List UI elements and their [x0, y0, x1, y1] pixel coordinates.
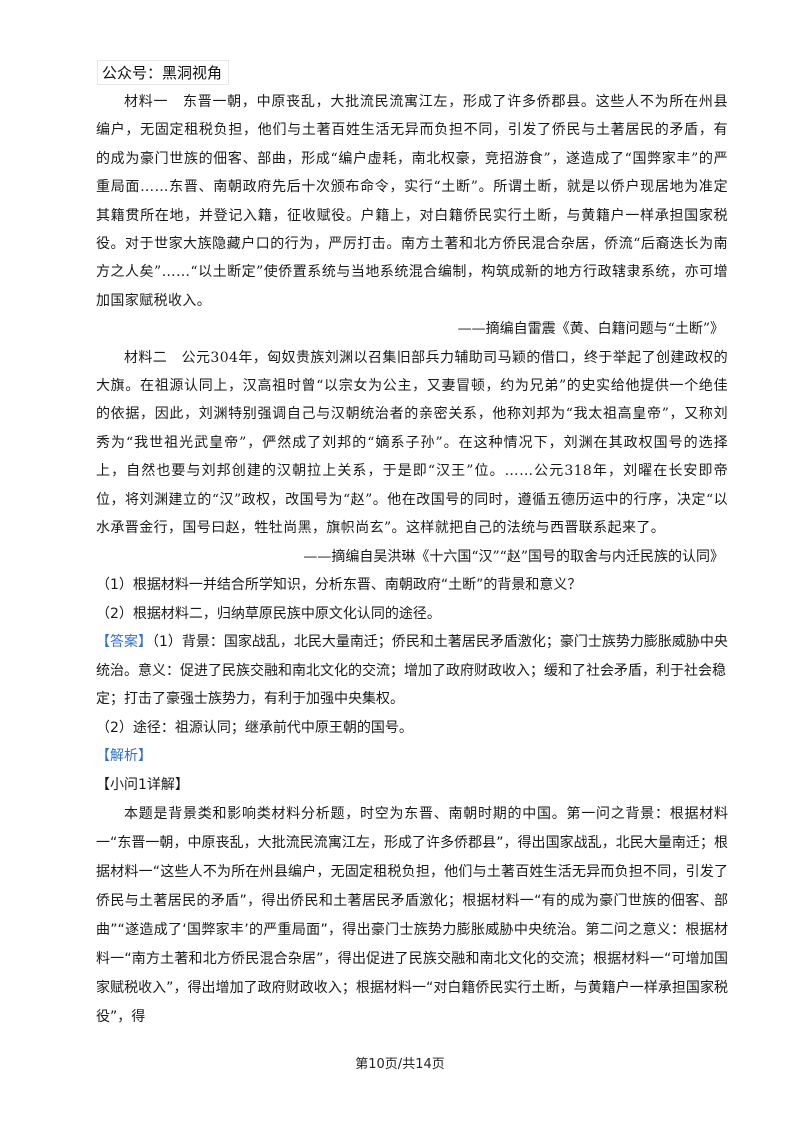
material-1-source: ——摘编自雷震《黄、白籍问题与“土断”》	[457, 321, 724, 338]
question-2: （2）根据材料二，归纳草原民族中原文化认同的途径。	[96, 605, 441, 622]
watermark-label: 公众号：黑洞视角	[97, 60, 230, 85]
analysis-text: 本题是背景类和影响类材料分析题，时空为东晋、南朝时期的中国。第一问之背景：根据材…	[96, 805, 728, 1025]
answer-tag: 【答案】	[96, 634, 152, 651]
answer-part-1: 【答案】（1）背景：国家战乱，北民大量南迁；侨民和土著居民矛盾激化；豪门士族势力…	[96, 628, 728, 714]
answer-part-2: （2）途径：祖源认同；继承前代中原王朝的国号。	[96, 719, 413, 736]
page-number: 第10页/共14页	[355, 1057, 445, 1072]
analysis-subheading: 【小问1详解】	[96, 777, 189, 794]
material-2-source: ——摘编自吴洪琳《十六国“汉”“赵”国号的取舍与内迁民族的认同》	[303, 548, 724, 565]
document-body: 材料一 东晋一朝，中原丧乱，大批流民流寓江左，形成了许多侨郡县。这些人不为所在州…	[96, 88, 728, 1032]
material-1-text: 材料一 东晋一朝，中原丧乱，大批流民流寓江左，形成了许多侨郡县。这些人不为所在州…	[96, 94, 728, 309]
material-2-text: 材料二 公元304年，匈奴贵族刘渊以召集旧部兵力辅助司马颖的借口，终于举起了创建…	[96, 349, 728, 537]
analysis-tag: 【解析】	[96, 748, 152, 765]
answer-part-1-text: （1）背景：国家战乱，北民大量南迁；侨民和土著居民矛盾激化；豪门士族势力膨胀威胁…	[96, 634, 728, 708]
question-1: （1）根据材料一并结合所学知识，分析东晋、南朝政府“土断”的背景和意义？	[96, 576, 582, 593]
